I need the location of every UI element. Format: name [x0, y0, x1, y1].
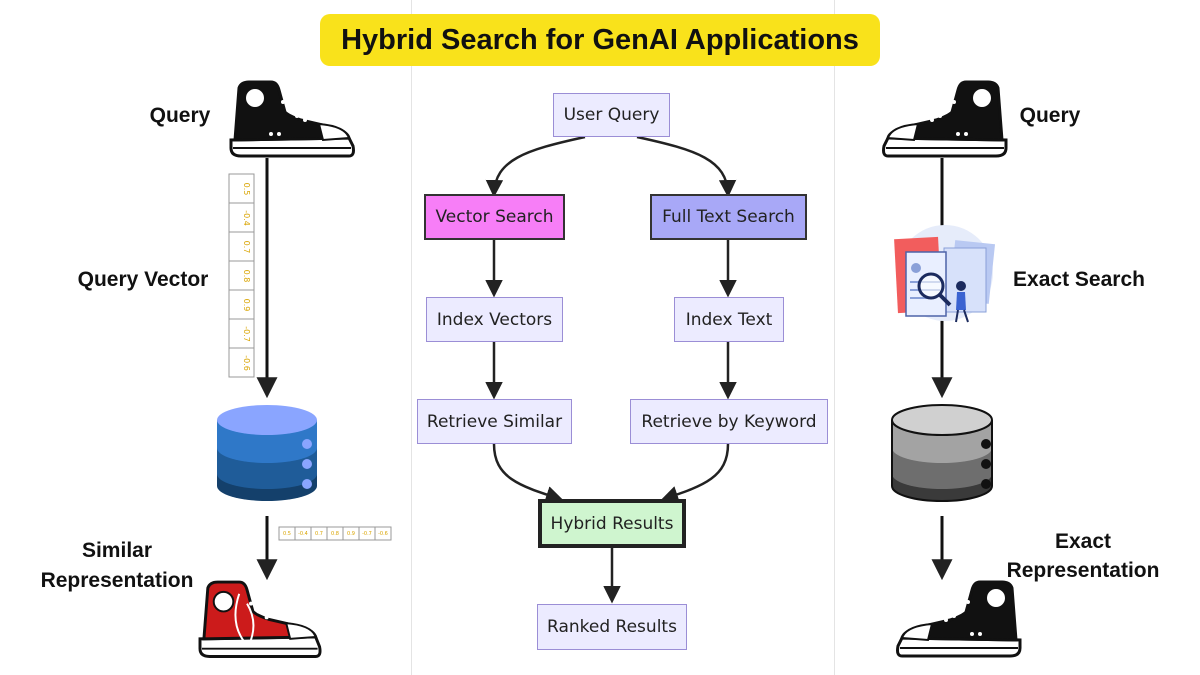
vector-value: 0.7 — [242, 241, 251, 254]
right-query-shoe-icon — [882, 80, 1008, 158]
left-divider — [411, 0, 412, 675]
query-vector-label: Query Vector — [77, 268, 209, 291]
exact-representation-label: Representation — [1006, 559, 1160, 582]
page-title: Hybrid Search for GenAI Applications — [320, 14, 880, 66]
node-user-query: User Query — [553, 93, 670, 137]
vector-value: 0.8 — [331, 531, 339, 537]
exact-label: Exact — [1054, 530, 1112, 553]
vector-value: -0.7 — [242, 326, 251, 342]
flow-connectors — [485, 135, 737, 604]
right-divider — [834, 0, 835, 675]
node-index-text: Index Text — [674, 297, 784, 342]
vector-database-icon — [217, 405, 317, 501]
similar-label: Similar — [81, 539, 153, 562]
representation-label: Representation — [40, 569, 194, 592]
vector-value: 0.9 — [347, 531, 355, 537]
vector-value: -0.4 — [298, 531, 308, 537]
vector-value: -0.6 — [378, 531, 388, 537]
node-ranked-results: Ranked Results — [537, 604, 687, 650]
right-query-label: Query — [1019, 104, 1081, 127]
node-retrieve-by-keyword: Retrieve by Keyword — [630, 399, 828, 444]
vector-value: 0.5 — [283, 531, 291, 537]
left-query-label: Query — [149, 104, 211, 127]
node-retrieve-similar: Retrieve Similar — [417, 399, 572, 444]
exact-result-shoe-icon — [896, 580, 1022, 658]
vector-value: -0.6 — [242, 355, 251, 371]
vector-value: -0.4 — [242, 210, 251, 226]
query-vector-strip: 0.5 -0.4 0.7 0.8 0.9 -0.7 -0.6 — [228, 173, 255, 378]
document-search-icon — [894, 225, 996, 323]
vector-value: -0.7 — [362, 531, 372, 537]
vector-value: 0.7 — [315, 531, 323, 537]
left-query-shoe-icon — [229, 80, 355, 158]
node-hybrid-results: Hybrid Results — [538, 499, 686, 548]
vector-value: 0.5 — [242, 183, 251, 196]
result-vector-strip: 0.5 -0.4 0.7 0.8 0.9 -0.7 -0.6 — [278, 526, 392, 541]
vector-value: 0.9 — [242, 299, 251, 312]
node-full-text-search: Full Text Search — [650, 194, 807, 240]
similar-red-shoe-icon — [198, 580, 322, 658]
node-vector-search: Vector Search — [424, 194, 565, 240]
exact-search-label: Exact Search — [1013, 268, 1145, 291]
node-index-vectors: Index Vectors — [426, 297, 563, 342]
text-database-icon — [891, 404, 993, 502]
vector-value: 0.8 — [242, 270, 251, 283]
